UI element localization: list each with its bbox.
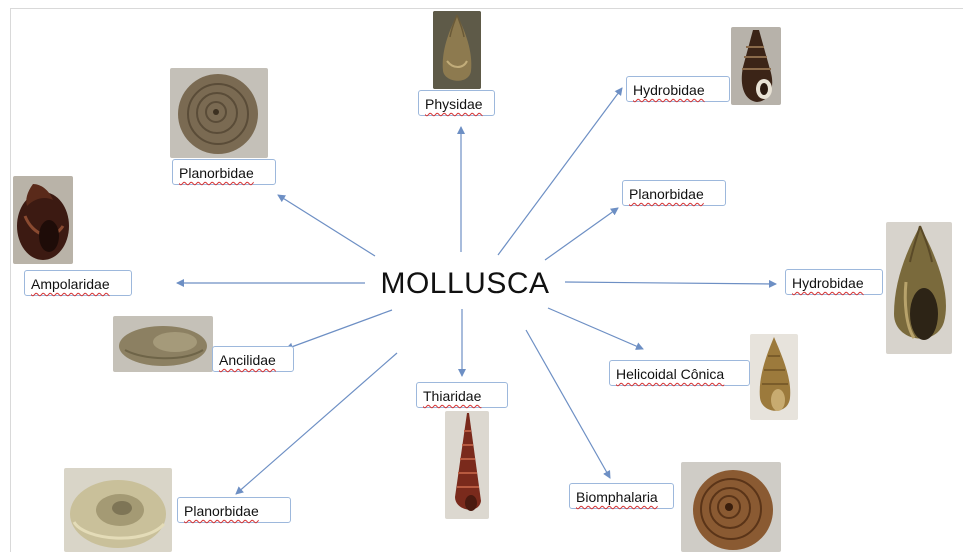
arrow-to-biomphalaria: [526, 330, 610, 478]
planorbidae-bottom-photo: [64, 468, 172, 552]
limpet-shell-icon: [113, 316, 213, 372]
arrow-to-ancilidae: [286, 310, 392, 349]
label-ampolaridae: Ampolaridae: [24, 270, 132, 296]
arrow-to-planorbidae-top: [278, 195, 375, 256]
coiled-shell-icon: [64, 468, 172, 552]
physidae-photo: [433, 11, 481, 89]
label-hydrobidae-top: Hydrobidae: [626, 76, 730, 102]
label-planorbidae-bottom: Planorbidae: [177, 497, 291, 523]
arrow-to-planorbidae-bottom: [236, 353, 397, 494]
label-hydrobidae-right: Hydrobidae: [785, 269, 883, 295]
arrow-to-helicoidal-conica: [548, 308, 643, 349]
label-helicoidal-conica: Helicoidal Cônica: [609, 360, 750, 386]
ampolaridae-photo: [13, 176, 73, 264]
arrow-to-planorbidae-right: [545, 208, 618, 260]
center-title: MOLLUSCA: [380, 262, 550, 306]
elongated-shell-icon: [433, 11, 481, 89]
conical-shell-icon: [750, 334, 798, 420]
label-planorbidae-top: Planorbidae: [172, 159, 276, 185]
hydrobidae-right-photo: [886, 222, 952, 354]
label-thiaridae: Thiaridae: [416, 382, 508, 408]
hydrobidae-top-photo: [731, 27, 781, 105]
apple-snail-shell-icon: [13, 176, 73, 264]
ancilidae-photo: [113, 316, 213, 372]
label-biomphalaria: Biomphalaria: [569, 483, 674, 509]
coiled-shell-icon: [170, 68, 268, 158]
oval-shell-icon: [886, 222, 952, 354]
label-physidae: Physidae: [418, 90, 495, 116]
turreted-shell-icon: [445, 411, 489, 519]
tall-spiral-shell-icon: [731, 27, 781, 105]
coiled-shell-icon: [681, 462, 781, 552]
arrow-to-hydrobidae-right: [565, 282, 776, 284]
label-planorbidae-right: Planorbidae: [622, 180, 726, 206]
label-ancilidae: Ancilidae: [212, 346, 294, 372]
planorbidae-top-photo: [170, 68, 268, 158]
helicoidal-conica-photo: [750, 334, 798, 420]
biomphalaria-photo: [681, 462, 781, 552]
thiaridae-photo: [445, 411, 489, 519]
arrow-to-hydrobidae-top: [498, 88, 622, 255]
